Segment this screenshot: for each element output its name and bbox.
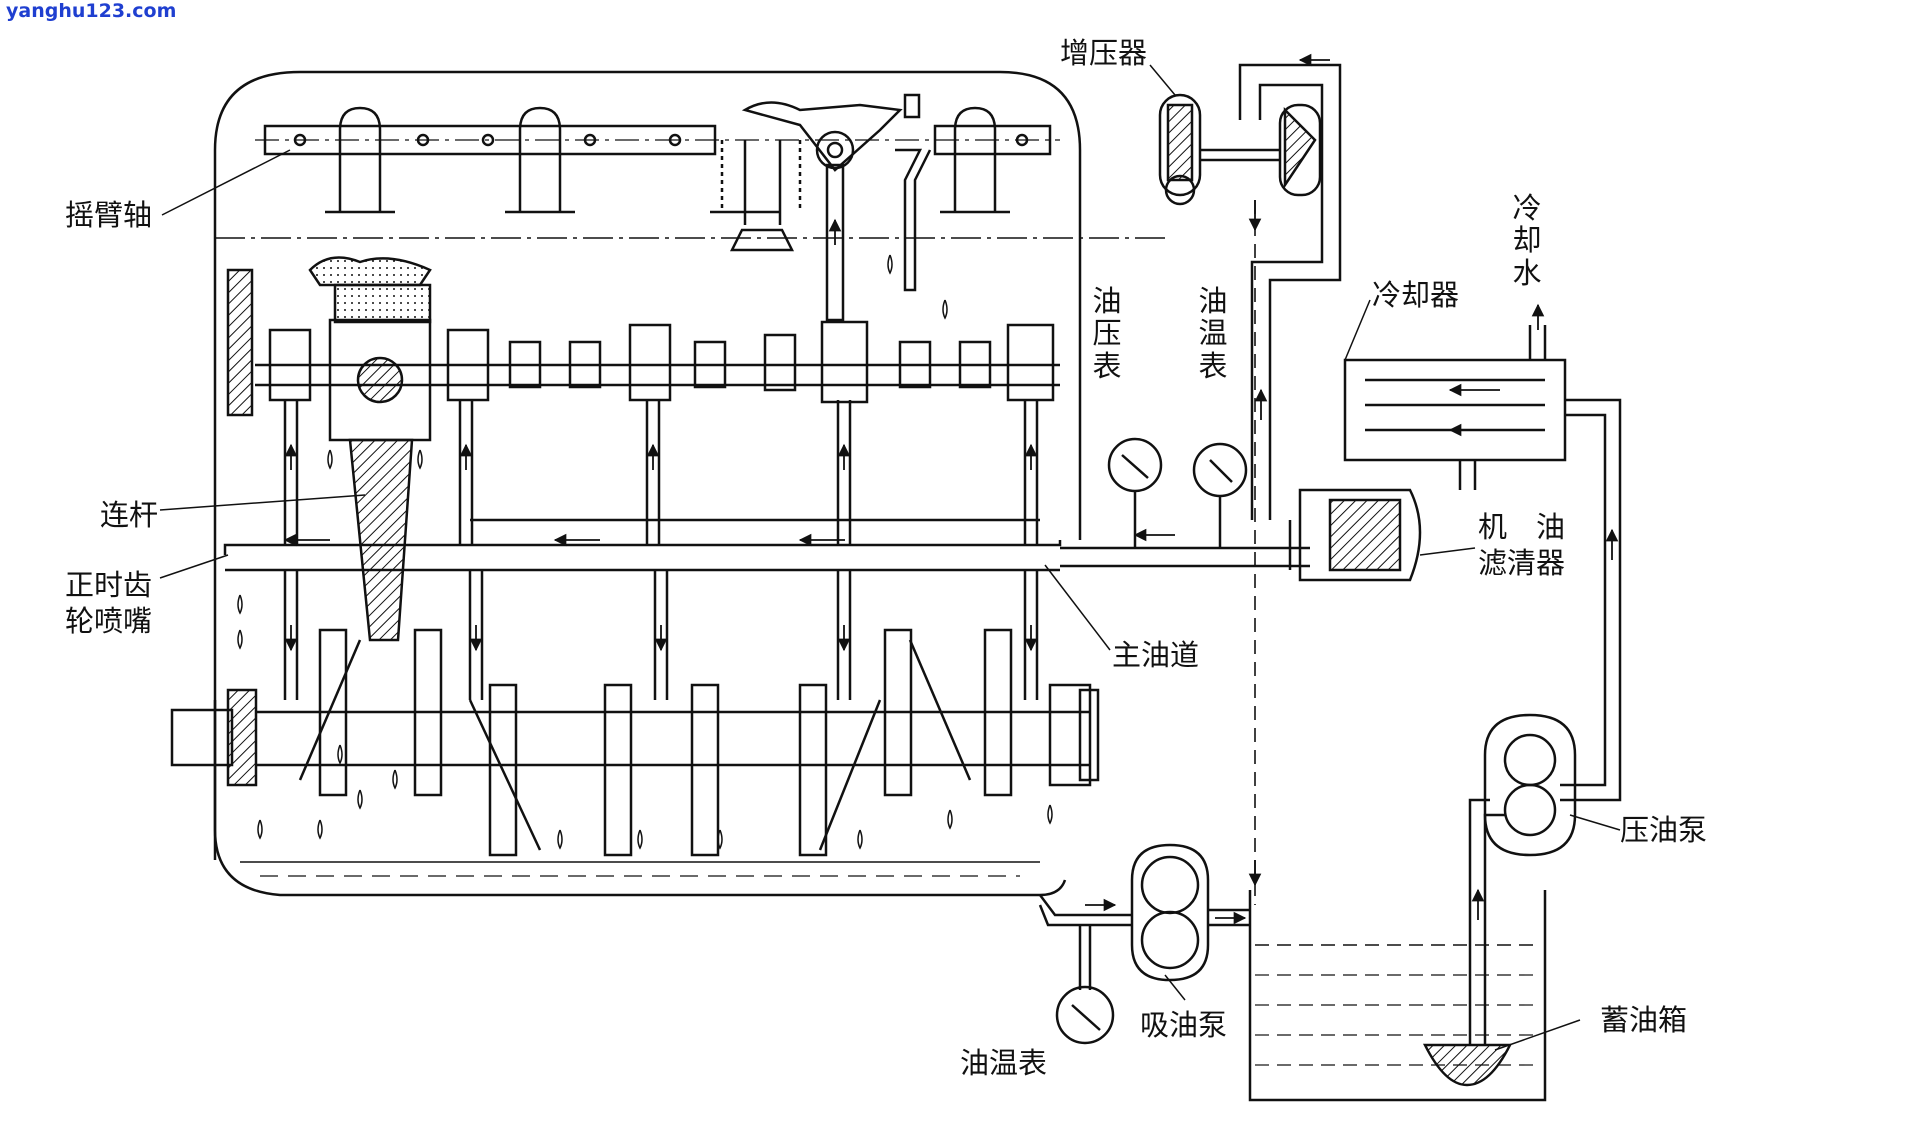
label-cooler: 冷却器 (1372, 278, 1460, 312)
label-oil-temp-gauge-bottom: 油温表 (960, 1046, 1048, 1080)
label-turbocharger: 增压器 (1060, 36, 1148, 70)
label-oil-pressure-gauge: 油压表 (1092, 284, 1122, 383)
label-timing-gear-nozzle-line1: 正时齿 (65, 568, 153, 602)
label-oil-temp-gauge-top: 油温表 (1198, 284, 1228, 383)
label-rocker-shaft: 摇臂轴 (65, 198, 153, 232)
watermark: yanghu123.com (6, 0, 177, 22)
oil-cooler (1343, 325, 1622, 802)
rocker-shaft (255, 106, 1060, 214)
pressure-pump (1468, 713, 1577, 1045)
label-oil-tank: 蓄油箱 (1600, 1003, 1688, 1037)
piston (308, 256, 432, 642)
oil-passages (223, 400, 1310, 700)
oil-filter (1288, 488, 1422, 582)
turbocharger (1158, 63, 1342, 905)
label-cooling-water: 冷却水 (1512, 191, 1542, 290)
label-connecting-rod: 连杆 (100, 498, 159, 532)
valve-rocker (720, 93, 932, 322)
oil-tank (1248, 890, 1547, 1102)
oil-temp-gauge-top (1192, 442, 1248, 548)
label-oil-filter-line2: 滤清器 (1478, 546, 1566, 580)
suction-pump (1038, 843, 1250, 990)
oil-temp-gauge-bottom (1055, 985, 1115, 1045)
label-suction-pump: 吸油泵 (1140, 1008, 1228, 1042)
oil-pressure-gauge (1107, 437, 1163, 548)
label-pressure-pump: 压油泵 (1620, 813, 1708, 847)
label-main-oil-gallery: 主油道 (1112, 638, 1200, 672)
label-oil-filter-line1: 机 油 (1478, 510, 1566, 544)
engine-housing (213, 70, 1082, 860)
crankshaft (170, 628, 1100, 857)
label-timing-gear-nozzle-line2: 轮喷嘴 (65, 604, 153, 638)
